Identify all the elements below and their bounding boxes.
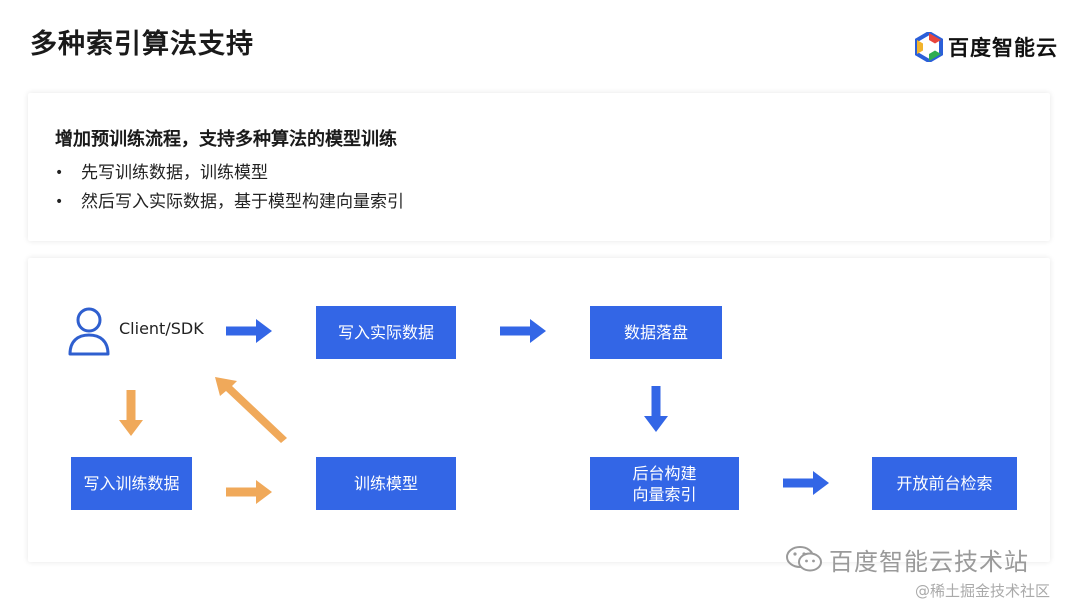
- logo-text: 百度智能云: [948, 36, 1058, 60]
- summary-bullets: • 先写训练数据，训练模型 • 然后写入实际数据，基于模型构建向量索引: [55, 159, 404, 217]
- baidu-cloud-logo-icon: [915, 32, 943, 62]
- open-search-node: 开放前台检索: [872, 457, 1017, 510]
- summary-headline: 增加预训练流程，支持多种算法的模型训练: [55, 129, 397, 150]
- flow-diagram: Client/SDK 写入实际数据 数据落盘 写入训练数据 训练模型 后台构建 …: [28, 258, 1050, 562]
- bullet-text: 然后写入实际数据，基于模型构建向量索引: [81, 192, 404, 212]
- baidu-cloud-logo: 百度智能云: [915, 30, 1058, 64]
- arrow-model-to-write: [215, 377, 287, 443]
- train-model-node: 训练模型: [316, 457, 456, 510]
- page-title: 多种索引算法支持: [30, 29, 254, 60]
- write-training-data-node: 写入训练数据: [71, 457, 192, 510]
- bullet-dot: •: [55, 194, 64, 210]
- juejin-watermark: @稀土掘金技术社区: [915, 582, 1051, 600]
- bullet-text: 先写训练数据，训练模型: [81, 163, 268, 183]
- bullet-dot: •: [55, 165, 64, 181]
- client-sdk-label: Client/SDK: [119, 319, 204, 338]
- summary-card: 增加预训练流程，支持多种算法的模型训练 • 先写训练数据，训练模型 • 然后写入实际…: [28, 93, 1050, 241]
- watermark-text: 百度智能云技术站: [829, 547, 1029, 576]
- arrow-client-to-training: [119, 390, 143, 436]
- build-vector-index-node: 后台构建 向量索引: [590, 457, 739, 510]
- persist-data-node: 数据落盘: [590, 306, 722, 359]
- wechat-watermark: 百度智能云技术站: [785, 542, 1029, 576]
- arrow-persist-to-build: [644, 386, 668, 432]
- arrow-client-to-write: [226, 319, 272, 343]
- bullet-item: • 然后写入实际数据，基于模型构建向量索引: [55, 188, 404, 217]
- user-icon: [68, 307, 110, 356]
- bullet-item: • 先写训练数据，训练模型: [55, 159, 404, 188]
- arrow-write-to-persist: [500, 319, 546, 343]
- arrow-training-to-model: [226, 480, 272, 504]
- wechat-icon: [786, 546, 822, 572]
- write-actual-data-node: 写入实际数据: [316, 306, 456, 359]
- arrow-build-to-search: [783, 471, 829, 495]
